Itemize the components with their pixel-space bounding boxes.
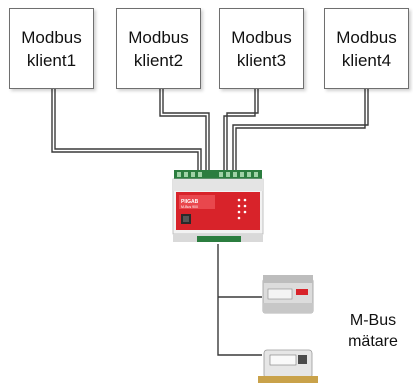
wire-client2	[159, 89, 207, 172]
modbus-client-4: Modbus klient4	[324, 8, 409, 89]
modbus-client-3: Modbus klient3	[219, 8, 304, 89]
client-3-line2: klient3	[236, 50, 287, 70]
mbus-meter-1	[262, 275, 314, 314]
wire-client2-b	[162, 89, 210, 172]
modbus-client-1: Modbus klient1	[9, 8, 94, 89]
client-4-line1: Modbus	[336, 27, 397, 47]
wire-client4-b	[232, 89, 369, 172]
client-4-line2: klient4	[341, 50, 392, 70]
wire-client3	[223, 89, 256, 172]
mbus-label-line1: M-Bus	[349, 312, 397, 329]
gateway-brand: PIIGAB	[181, 199, 199, 205]
gateway-device: PIIGAB M-Bus 900	[172, 170, 264, 242]
mbus-meters-label: M-Bus mätare	[332, 310, 413, 352]
modbus-client-2: Modbus klient2	[116, 8, 201, 89]
wire-client4	[235, 89, 366, 172]
bottom-terminal-strip	[197, 236, 241, 242]
mbus-label-line2: mätare	[348, 333, 398, 350]
client-1-line1: Modbus	[21, 27, 82, 47]
wire-mbus-trunk	[217, 244, 262, 356]
client-3-line1: Modbus	[231, 27, 292, 47]
client-2-line2: klient2	[133, 50, 184, 70]
top-terminal-strip	[174, 170, 262, 179]
wire-client3-b	[226, 89, 259, 172]
mbus-meter-2	[258, 349, 318, 383]
client-1-line2: klient1	[26, 50, 77, 70]
wire-client1	[51, 89, 199, 172]
gateway-model: M-Bus 900	[181, 205, 198, 209]
client-2-line1: Modbus	[128, 27, 189, 47]
wire-client1-b	[54, 89, 202, 172]
